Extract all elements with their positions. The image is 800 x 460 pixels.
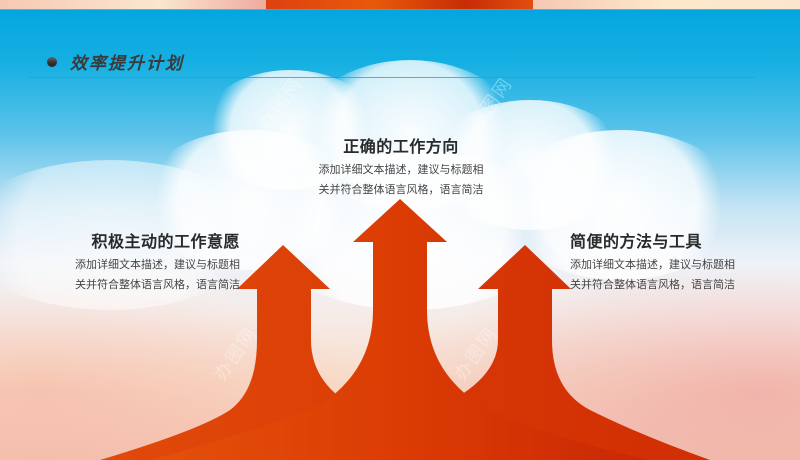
slide: 办图网 办图网 办图网 办图网 办图网 效率提升计划 [0, 10, 800, 460]
bullet-icon [47, 57, 57, 67]
item-left: 积极主动的工作意愿 添加详细文本描述，建议与标题相 关并符合整体语言风格，语言简… [70, 228, 240, 295]
arrow-right [300, 245, 710, 460]
cloud-decoration [0, 160, 260, 310]
item-title: 简便的方法与工具 [570, 232, 703, 251]
item-description: 添加详细文本描述，建议与标题相 [75, 258, 240, 271]
item-right: 简便的方法与工具 添加详细文本描述，建议与标题相 关并符合整体语言风格，语言简洁 [570, 228, 740, 295]
previous-slide-strip-right [533, 0, 800, 10]
header-divider [28, 77, 755, 78]
item-description: 关并符合整体语言风格，语言简洁 [75, 278, 240, 291]
item-description: 添加详细文本描述，建议与标题相 [318, 163, 484, 176]
item-title: 正确的工作方向 [343, 137, 459, 156]
item-center: 正确的工作方向 添加详细文本描述，建议与标题相 关并符合整体语言风格，语言简洁 [316, 133, 486, 200]
three-arrows-graphic [100, 199, 710, 460]
previous-slide-strip [0, 0, 800, 10]
item-description: 关并符合整体语言风格，语言简洁 [570, 278, 735, 291]
arrow-center [150, 199, 650, 460]
item-description: 添加详细文本描述，建议与标题相 [570, 258, 735, 271]
item-title: 积极主动的工作意愿 [91, 232, 240, 251]
page-title: 效率提升计划 [70, 54, 184, 74]
previous-slide-strip-left [0, 0, 266, 10]
previous-slide-strip-middle [266, 0, 533, 10]
item-description: 关并符合整体语言风格，语言简洁 [318, 183, 484, 196]
